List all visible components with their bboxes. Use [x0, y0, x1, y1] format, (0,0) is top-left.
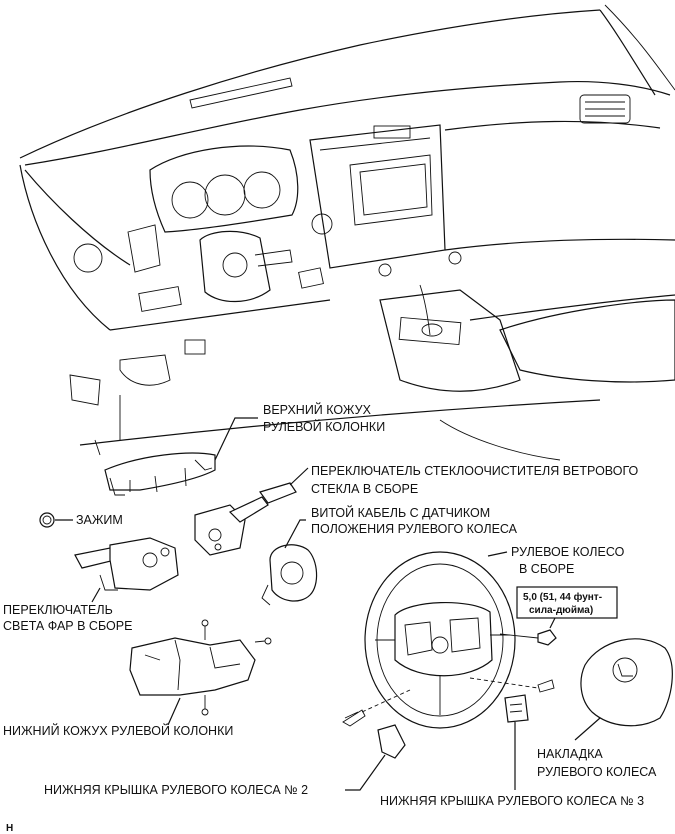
- clamp-label: ЗАЖИМ: [76, 513, 123, 527]
- spiral-cable-label-1: ВИТОЙ КАБЕЛЬ С ДАТЧИКОМ: [311, 505, 490, 520]
- headlight-switch-label-2: СВЕТА ФАР В СБОРЕ: [3, 619, 132, 633]
- airbag-pad-label-2: РУЛЕВОГО КОЛЕСА: [537, 765, 657, 779]
- wiper-switch-assembly: [194, 467, 309, 556]
- clamp: [39, 512, 73, 528]
- steering-wheel-label-1: РУЛЕВОЕ КОЛЕСО: [511, 545, 625, 559]
- wiper-switch-label-2: СТЕКЛА В СБОРЕ: [311, 482, 418, 496]
- torque-label-2: сила-дюйма): [529, 605, 593, 616]
- wiper-switch-label-1: ПЕРЕКЛЮЧАТЕЛЬ СТЕКЛООЧИСТИТЕЛЯ ВЕТРОВОГО: [311, 464, 639, 478]
- headlight-switch-label-1: ПЕРЕКЛЮЧАТЕЛЬ: [3, 603, 113, 617]
- upper-column-cover: [104, 417, 258, 496]
- torque-label-1: 5,0 (51, 44 фунт-: [523, 591, 602, 603]
- upper-cover-label-2: РУЛЕВОЙ КОЛОНКИ: [263, 419, 385, 434]
- center-floor-console: [379, 289, 521, 392]
- lower-wheel-cover-no3: [504, 694, 529, 790]
- lower-cover-no2-label: НИЖНЯЯ КРЫШКА РУЛЕВОГО КОЛЕСА № 2: [44, 783, 308, 797]
- center-vents: [373, 125, 411, 139]
- headlight-switch-assembly: [74, 537, 179, 603]
- left-speaker: [73, 243, 103, 273]
- bolt-icon: [499, 629, 557, 646]
- steering-wheel-assembly: [342, 551, 559, 729]
- lower-cover-no3-label: НИЖНЯЯ КРЫШКА РУЛЕВОГО КОЛЕСА № 3: [380, 794, 644, 808]
- steering-column: [199, 230, 271, 303]
- dashboard-illustration: [19, 4, 675, 461]
- nav-screen: [349, 154, 433, 226]
- torque-callout: 5,0 (51, 44 фунт- сила-дюйма): [516, 586, 618, 619]
- airbag-pad-label-1: НАКЛАДКА: [537, 747, 603, 761]
- instrument-cluster: [149, 145, 299, 233]
- center-console: [309, 124, 446, 269]
- spiral-cable-label-2: ПОЛОЖЕНИЯ РУЛЕВОГО КОЛЕСА: [311, 522, 518, 536]
- left-vent: [127, 224, 161, 273]
- lower-wheel-cover-no2: [345, 724, 406, 791]
- steering-pad: [574, 638, 673, 741]
- lower-column-cover: [129, 619, 272, 726]
- lower-cover-label: НИЖНИЙ КОЖУХ РУЛЕВОЙ КОЛОНКИ: [3, 723, 233, 738]
- upper-cover-label-1: ВЕРХНИЙ КОЖУХ: [263, 402, 372, 417]
- lexus-logo-icon: [612, 657, 638, 683]
- steering-wheel-label-2: В СБОРЕ: [519, 562, 574, 576]
- figure-code: H: [6, 823, 13, 834]
- seat: [499, 299, 675, 383]
- spiral-cable: [261, 519, 318, 606]
